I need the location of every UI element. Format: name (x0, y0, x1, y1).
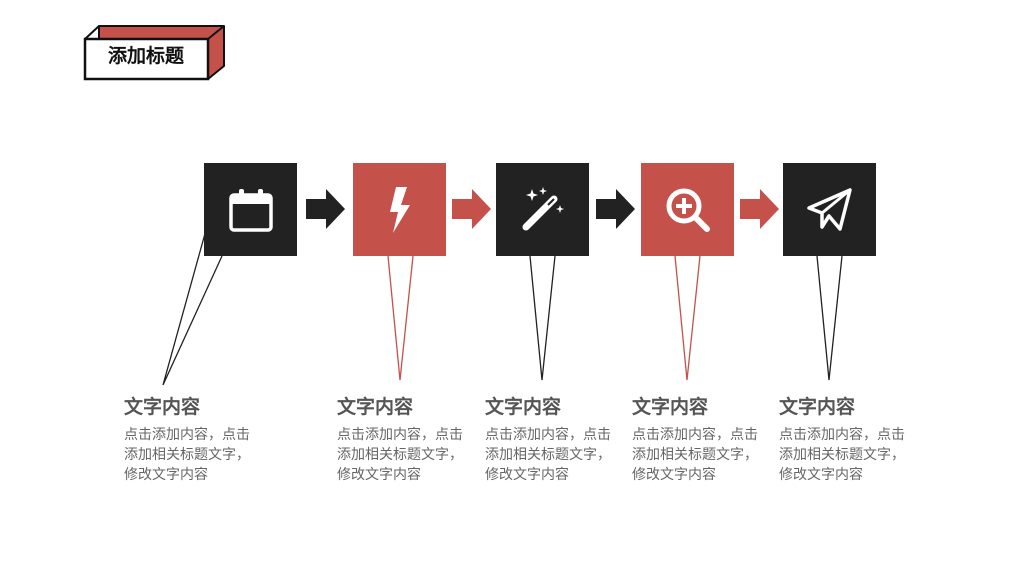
step-heading: 文字内容 (124, 396, 201, 418)
step-node-1 (204, 163, 297, 256)
paper-plane-icon (806, 187, 852, 231)
step-description: 点击添加内容，点击 添加相关标题文字， 修改文字内容 (632, 427, 758, 483)
step-label-2: 文字内容 点击添加内容，点击 添加相关标题文字， 修改文字内容 (337, 395, 487, 485)
connector-4 (674, 255, 701, 381)
step-heading: 文字内容 (632, 396, 709, 418)
title-box: 添加标题 (83, 25, 226, 81)
connector-2 (387, 255, 414, 381)
arrow-right-icon (596, 189, 635, 229)
arrow-right-icon (452, 189, 491, 229)
step-label-1: 文字内容 点击添加内容，点击 添加相关标题文字， 修改文字内容 (124, 395, 274, 485)
zoom-in-icon (666, 188, 710, 232)
lightning-icon (389, 186, 410, 233)
step-heading: 文字内容 (337, 396, 414, 418)
connector-5 (816, 255, 843, 381)
step-description: 点击添加内容，点击 添加相关标题文字， 修改文字内容 (485, 427, 611, 483)
arrow-right-icon (740, 189, 779, 229)
step-heading: 文字内容 (485, 396, 562, 418)
step-description: 点击添加内容，点击 添加相关标题文字， 修改文字内容 (779, 427, 905, 483)
step-node-3 (496, 163, 589, 256)
calendar-icon (228, 188, 273, 232)
step-description: 点击添加内容，点击 添加相关标题文字， 修改文字内容 (124, 427, 250, 483)
step-label-4: 文字内容 点击添加内容，点击 添加相关标题文字， 修改文字内容 (632, 395, 782, 485)
connector-1 (162, 229, 223, 386)
arrow-right-icon (306, 189, 345, 229)
step-node-5 (783, 163, 876, 256)
step-label-3: 文字内容 点击添加内容，点击 添加相关标题文字， 修改文字内容 (485, 395, 635, 485)
connector-3 (529, 255, 556, 381)
page-title: 添加标题 (107, 45, 184, 67)
title-box-shape (83, 25, 225, 81)
magic-wand-icon (522, 186, 564, 230)
step-node-4 (641, 163, 734, 256)
step-description: 点击添加内容，点击 添加相关标题文字， 修改文字内容 (337, 427, 463, 483)
step-node-2 (353, 163, 446, 256)
step-label-5: 文字内容 点击添加内容，点击 添加相关标题文字， 修改文字内容 (779, 395, 929, 485)
step-heading: 文字内容 (779, 396, 856, 418)
